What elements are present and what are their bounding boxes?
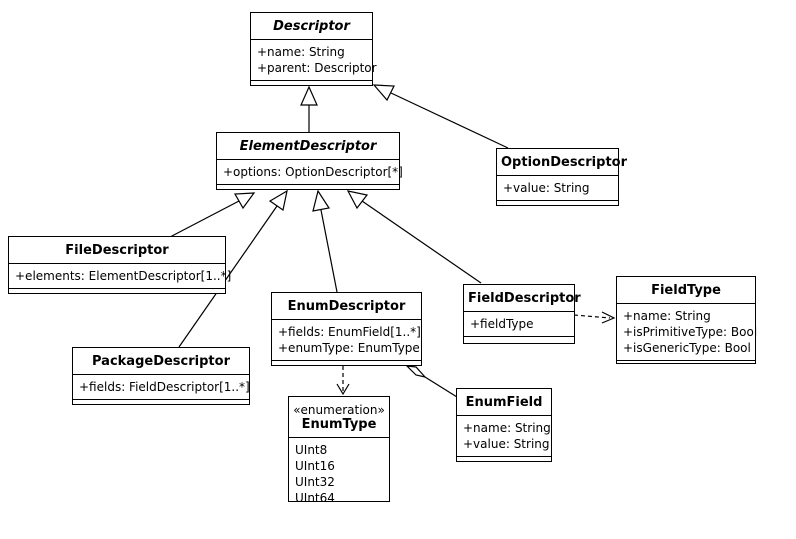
dependency-arrowhead (601, 311, 616, 324)
attribute: +isGenericType: Bool (623, 341, 751, 355)
generalization-arrowhead (346, 190, 369, 210)
class-name-block: «enumeration» EnumType (289, 397, 389, 438)
generalization-arrowhead (300, 85, 318, 106)
generalization-arrowhead (268, 189, 288, 212)
class-operations (9, 289, 225, 297)
generalization-file-to-element (169, 200, 240, 238)
generalization-field-to-element (361, 200, 482, 284)
attribute: +options: OptionDescriptor[*] (223, 165, 403, 179)
generalization-option-to-descriptor (390, 92, 509, 149)
attribute: +fieldType (470, 317, 534, 331)
enum-literal: UInt32 (295, 475, 335, 489)
enum-literal: UInt16 (295, 459, 335, 473)
attribute: +name: String (623, 309, 711, 323)
class-name: EnumDescriptor (272, 293, 421, 320)
dependency-field-to-fieldtype (573, 314, 611, 319)
class-attributes: +name: String +parent: Descriptor (251, 40, 377, 81)
class-field-descriptor[interactable]: FieldDescriptor +fieldType (463, 284, 581, 345)
enum-literal: UInt64 (295, 491, 335, 505)
generalization-package-to-element (178, 205, 278, 348)
attribute: +fields: FieldDescriptor[1..*] (79, 380, 250, 394)
class-option-descriptor[interactable]: OptionDescriptor +value: String (496, 148, 627, 209)
class-field-type[interactable]: FieldType +name: String +isPrimitiveType… (616, 276, 758, 364)
attribute: +elements: ElementDescriptor[1..*] (15, 269, 232, 283)
class-operations (217, 185, 399, 193)
attribute: +value: String (503, 181, 590, 195)
attribute: +isPrimitiveType: Bool (623, 325, 758, 339)
class-attributes: +fields: FieldDescriptor[1..*] (73, 375, 250, 400)
class-name: FieldType (617, 277, 755, 304)
generalization-arrowhead (233, 192, 256, 210)
stereotype-label: «enumeration» (293, 403, 385, 417)
class-name: EnumField (457, 389, 551, 416)
class-name: ElementDescriptor (217, 133, 399, 160)
class-name: FileDescriptor (9, 237, 225, 264)
class-package-descriptor[interactable]: PackageDescriptor +fields: FieldDescript… (72, 347, 250, 405)
class-name: Descriptor (251, 13, 372, 40)
class-attributes: +fieldType (464, 312, 574, 337)
class-file-descriptor[interactable]: FileDescriptor +elements: ElementDescrip… (8, 236, 232, 297)
class-name: PackageDescriptor (73, 348, 249, 375)
class-name: EnumType (301, 417, 377, 432)
class-descriptor[interactable]: Descriptor +name: String +parent: Descri… (250, 12, 377, 89)
aggregation-diamond (405, 365, 427, 378)
class-operations (251, 81, 372, 89)
class-enum-field[interactable]: EnumField +name: String +value: String (456, 388, 552, 462)
class-operations (272, 361, 421, 369)
class-name: OptionDescriptor (497, 149, 627, 176)
enum-literals: UInt8 UInt16 UInt32 UInt64 (289, 438, 389, 510)
class-element-descriptor[interactable]: ElementDescriptor +options: OptionDescri… (216, 132, 403, 193)
class-name: FieldDescriptor (464, 285, 581, 312)
class-attributes: +options: OptionDescriptor[*] (217, 160, 403, 185)
class-attributes: +fields: EnumField[1..*] +enumType: Enum… (272, 320, 421, 361)
attribute: +enumType: EnumType (278, 341, 420, 355)
attribute: +value: String (463, 437, 550, 451)
enum-enum-type[interactable]: «enumeration» EnumType UInt8 UInt16 UInt… (288, 396, 390, 505)
class-operations (73, 400, 249, 408)
class-enum-descriptor[interactable]: EnumDescriptor +fields: EnumField[1..*] … (271, 292, 422, 366)
class-attributes: +name: String +value: String (457, 416, 551, 457)
class-operations (497, 201, 618, 209)
class-operations (617, 361, 755, 369)
attribute: +fields: EnumField[1..*] (278, 325, 421, 339)
class-attributes: +name: String +isPrimitiveType: Bool +is… (617, 304, 758, 361)
enum-literal: UInt8 (295, 443, 328, 457)
class-attributes: +elements: ElementDescriptor[1..*] (9, 264, 232, 289)
generalization-arrowhead (372, 84, 395, 102)
class-attributes: +value: String (497, 176, 618, 201)
class-operations (464, 337, 574, 345)
attribute: +parent: Descriptor (257, 61, 377, 75)
generalization-arrowhead (312, 189, 330, 212)
class-operations (457, 457, 551, 465)
attribute: +name: String (257, 45, 345, 59)
generalization-enum-to-element (320, 209, 338, 293)
dependency-arrowhead (336, 383, 350, 396)
attribute: +name: String (463, 421, 551, 435)
